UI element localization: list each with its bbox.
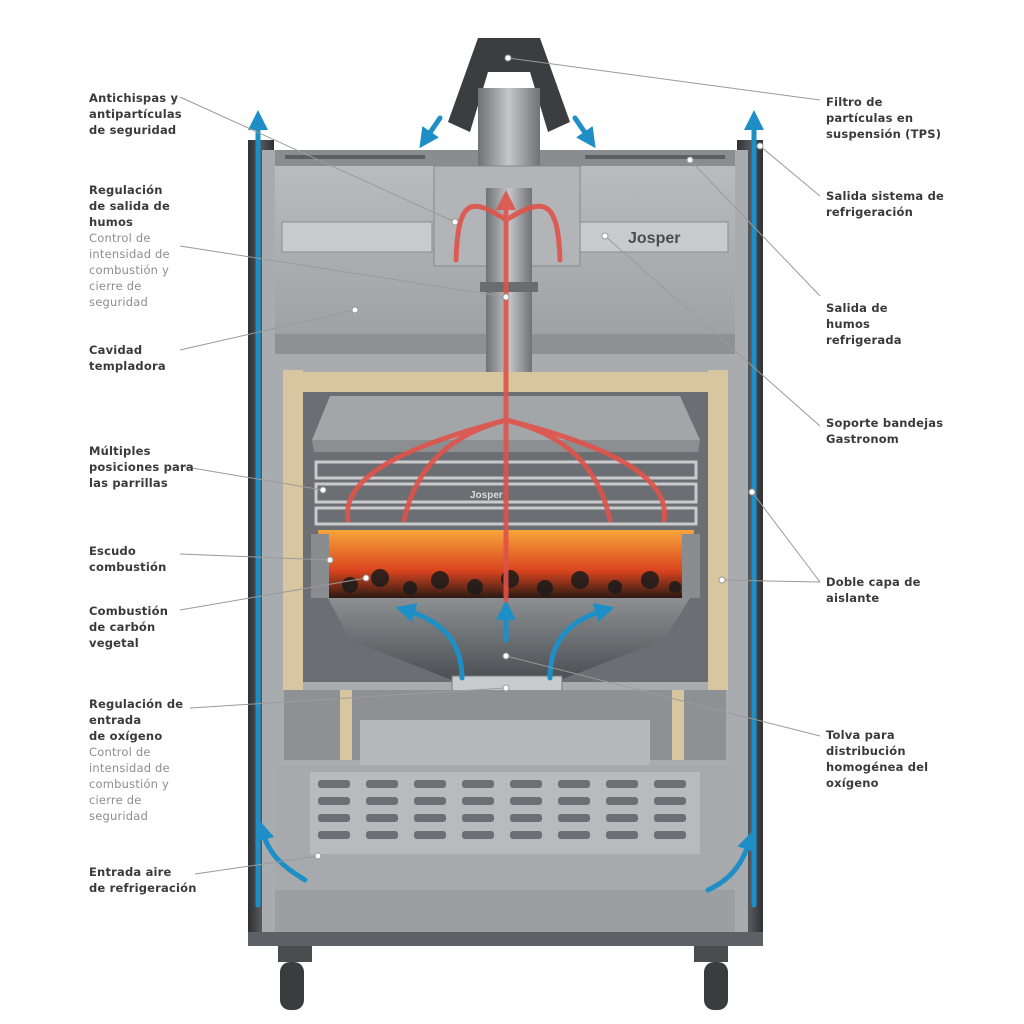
label-filtro: Filtro de partículas en suspensión (TPS) (826, 94, 941, 142)
label-salida-humos-title: Salida de humos refrigerada (826, 300, 902, 348)
grill-brand-mark: Josper (470, 490, 503, 501)
label-cavidad: Cavidad templadora (89, 342, 166, 374)
label-entrada-aire-title: Entrada aire de refrigeración (89, 864, 197, 896)
label-oxigeno-subtitle: Control de intensidad de combustión y ci… (89, 744, 183, 824)
label-oxigeno-title: Regulación de entrada de oxígeno (89, 696, 183, 744)
label-oxigeno: Regulación de entrada de oxígeno Control… (89, 696, 183, 824)
caster-wheels (278, 946, 728, 1010)
label-aislante: Doble capa de aislante (826, 574, 921, 606)
label-antichispas: Antichispas y antipartículas de segurida… (89, 90, 182, 138)
label-carbon: Combustión de carbón vegetal (89, 603, 168, 651)
label-salida-refrigeracion: Salida sistema de refrigeración (826, 188, 944, 220)
label-aislante-title: Doble capa de aislante (826, 574, 921, 606)
label-carbon-title: Combustión de carbón vegetal (89, 603, 168, 651)
label-tolva-title: Tolva para distribución homogénea del ox… (826, 727, 928, 791)
louver-panel (248, 765, 763, 946)
label-escudo-title: Escudo combustión (89, 543, 167, 575)
label-tolva: Tolva para distribución homogénea del ox… (826, 727, 928, 791)
label-regulacion-humos: Regulación de salida de humos Control de… (89, 182, 170, 310)
label-cavidad-title: Cavidad templadora (89, 342, 166, 374)
label-regulacion-humos-title: Regulación de salida de humos (89, 182, 170, 230)
label-salida-humos: Salida de humos refrigerada (826, 300, 902, 348)
label-filtro-title: Filtro de partículas en suspensión (TPS) (826, 94, 941, 142)
label-parrillas-title: Múltiples posiciones para las parrillas (89, 443, 194, 491)
brand-logo: Josper (628, 230, 680, 247)
label-soporte: Soporte bandejas Gastronom (826, 415, 943, 447)
label-soporte-title: Soporte bandejas Gastronom (826, 415, 943, 447)
label-entrada-aire: Entrada aire de refrigeración (89, 864, 197, 896)
label-parrillas: Múltiples posiciones para las parrillas (89, 443, 194, 491)
label-salida-refrigeracion-title: Salida sistema de refrigeración (826, 188, 944, 220)
label-antichispas-title: Antichispas y antipartículas de segurida… (89, 90, 182, 138)
label-escudo: Escudo combustión (89, 543, 167, 575)
label-regulacion-humos-subtitle: Control de intensidad de combustión y ci… (89, 230, 170, 310)
